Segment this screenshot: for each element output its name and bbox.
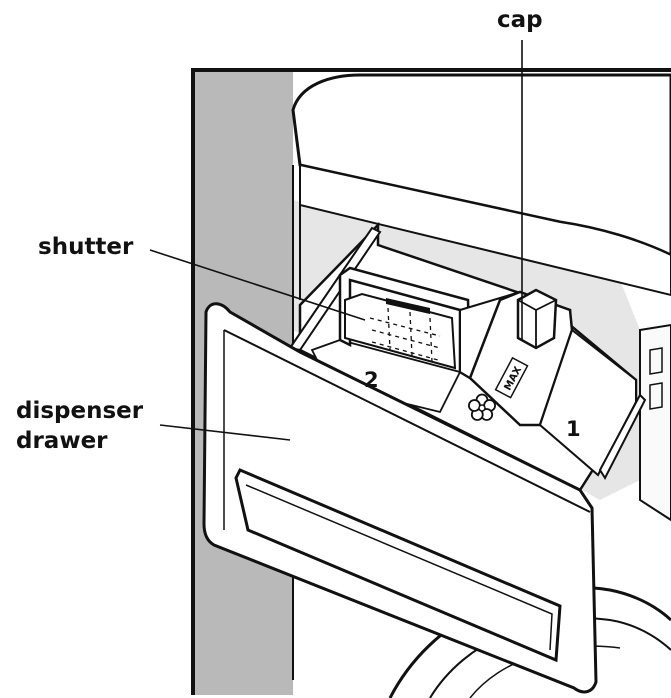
- compartment-1: [538, 328, 637, 477]
- compartment-1-label: 1: [566, 417, 581, 441]
- cap-label: cap: [497, 7, 543, 33]
- shutter-hatch: [369, 307, 441, 363]
- dispenser-label-line2: drawer: [16, 428, 108, 454]
- frame-outline: [191, 68, 671, 695]
- shutter-leader-line: [149, 249, 366, 321]
- dispenser-leader-line: [159, 424, 291, 441]
- compartment-2-label: 2: [364, 368, 379, 392]
- top-panel-underside: [299, 163, 671, 297]
- dispenser-label-line1: dispenser: [16, 398, 144, 424]
- top-panel-edge: [292, 109, 301, 166]
- cap-top: [517, 299, 557, 348]
- shutter-label: shutter: [38, 234, 134, 260]
- drawer-front-rim: [223, 329, 591, 513]
- drawer-right-rail: [598, 393, 647, 481]
- drawer-handle: [234, 468, 562, 663]
- drawer-handle-inner: [245, 484, 553, 651]
- cap-shape: [516, 288, 558, 350]
- flower-icon: [467, 393, 496, 421]
- side-panel-buttons: [649, 347, 663, 410]
- side-panel: [639, 323, 671, 522]
- shutter-slot: [386, 298, 430, 314]
